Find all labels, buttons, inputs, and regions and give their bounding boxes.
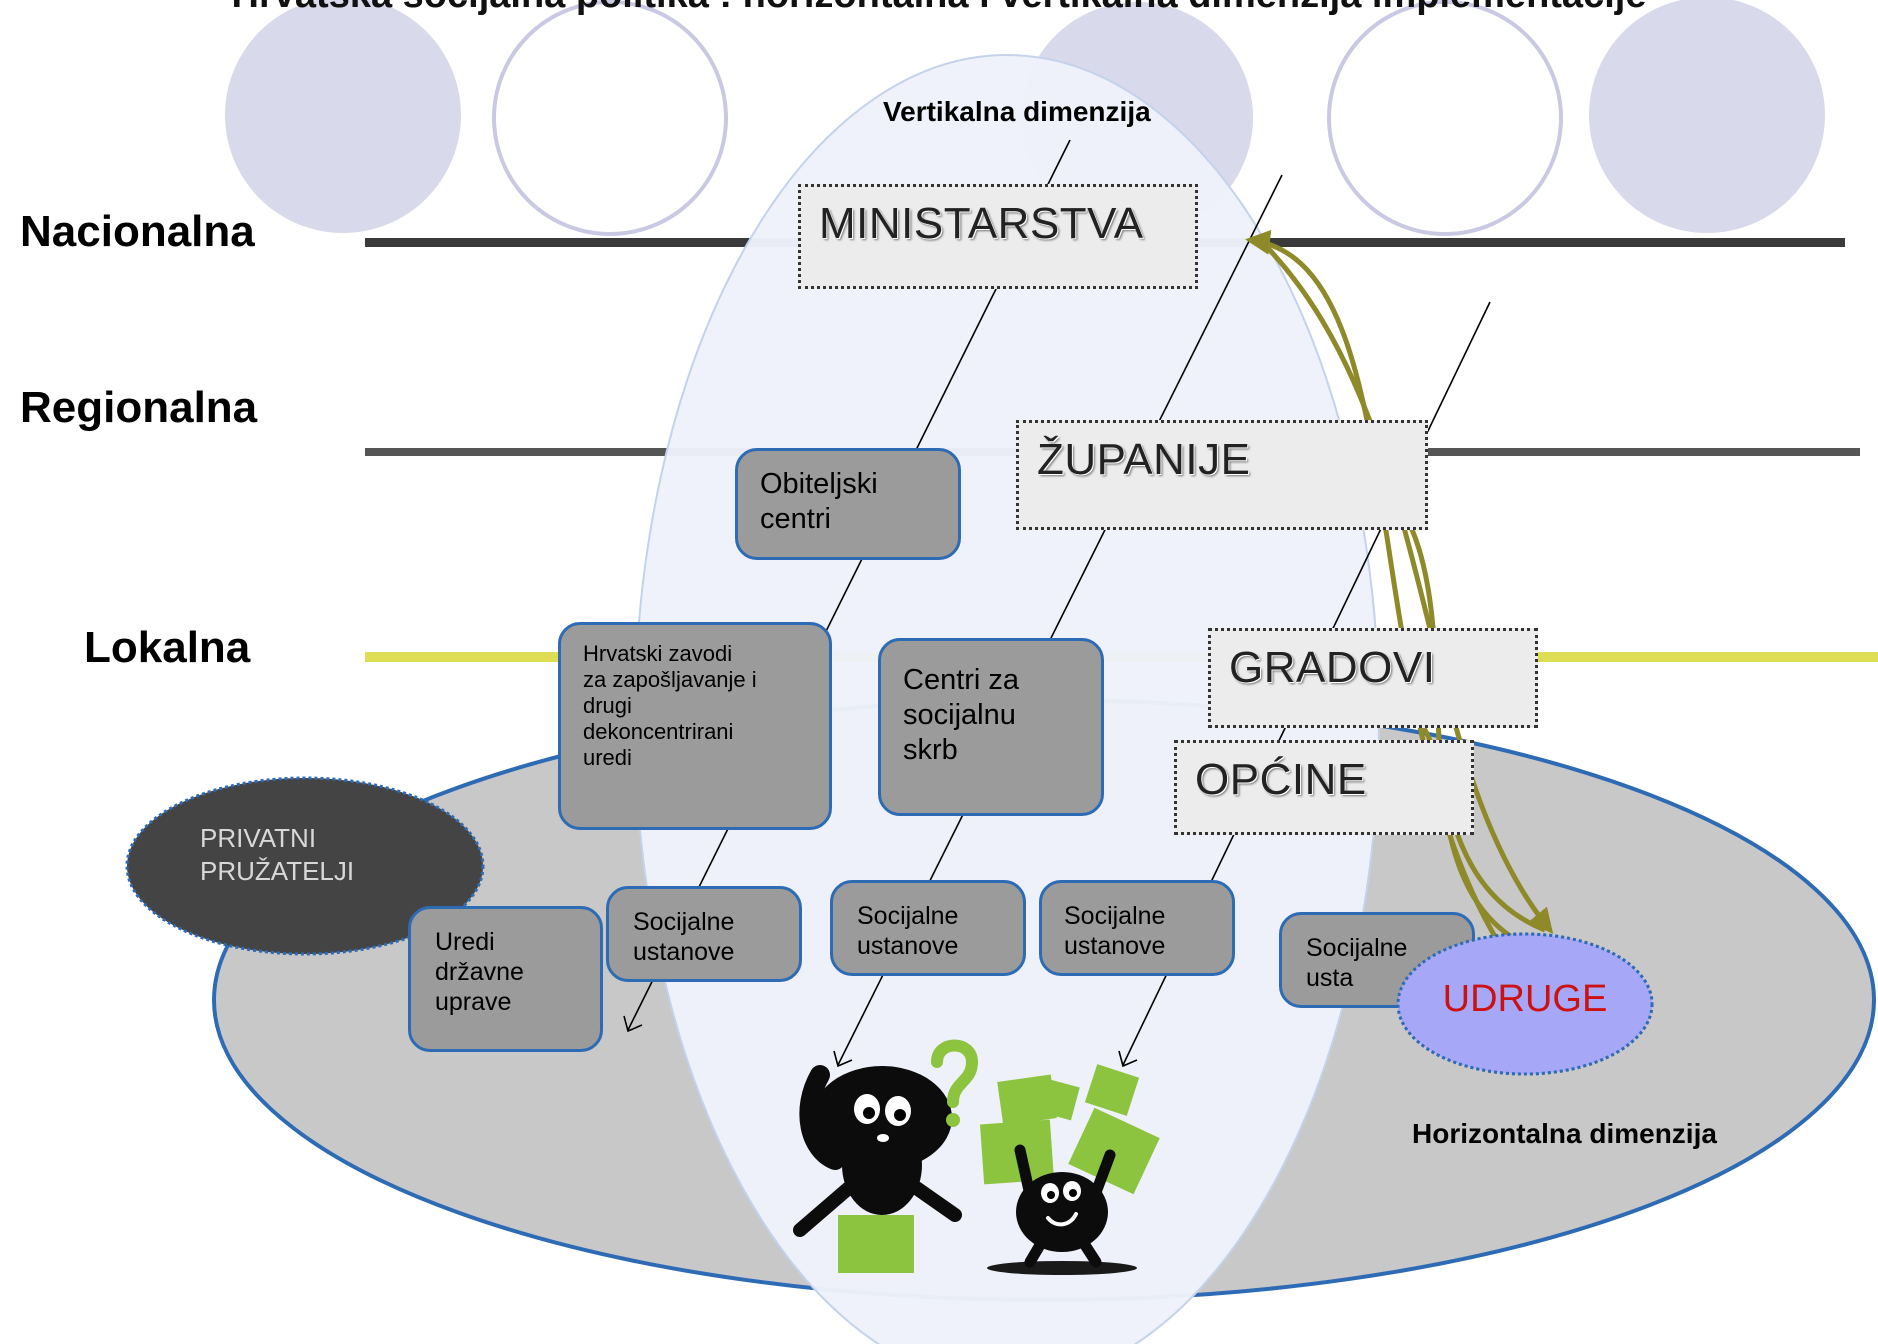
social-institutions-label-line: ustanove <box>1064 932 1166 960</box>
social-welfare-centres-box: Centri za socijalnu skrb <box>878 638 1104 816</box>
employment-offices-label-line: uredi <box>583 744 632 770</box>
social-institutions-label-line: Socijalne <box>633 908 735 936</box>
level-label-regional: Regionalna <box>20 383 258 432</box>
social-welfare-centres-label-line: Centri za <box>903 664 1020 696</box>
confused-person-icon <box>793 1065 962 1273</box>
decorative-circle <box>1327 0 1563 236</box>
social-welfare-centres-label-line: skrb <box>903 733 958 766</box>
ministries-box: MINISTARSTVA <box>798 184 1198 289</box>
social-institutions-label-line: Socijalne <box>857 902 959 930</box>
level-label-local: Lokalna <box>84 623 251 672</box>
state-administration-label-line: uprave <box>435 988 512 1016</box>
udruge-label: UDRUGE <box>1442 978 1608 1020</box>
juggling-person-icon <box>979 1064 1160 1275</box>
family-centres-box: Obiteljski centri <box>735 448 961 560</box>
green-box-icon <box>1084 1064 1140 1116</box>
state-administration-label-line: državne <box>435 958 524 986</box>
decorative-circle <box>492 0 728 236</box>
employment-offices-label-line: Hrvatski zavodi <box>583 641 733 666</box>
green-box-icon <box>1068 1107 1160 1195</box>
udruge-ellipse-overlay <box>1396 932 1654 1076</box>
social-institutions-label-line: Socijalne <box>1064 902 1166 930</box>
counties-box: ŽUPANIJE <box>1016 420 1428 530</box>
social-institutions-label-line: ustanove <box>857 932 959 960</box>
state-administration-offices-box: Uredi državne uprave <box>408 906 603 1052</box>
social-welfare-centres-label-line: socijalnu <box>903 698 1016 731</box>
family-centres-label: Obiteljski centri <box>760 468 878 535</box>
private-providers-ellipse <box>125 776 485 956</box>
municipalities-box: OPĆINE <box>1174 740 1474 835</box>
social-institutions-label-line: usta <box>1306 964 1354 992</box>
question-mark-icon <box>931 1039 979 1127</box>
social-institutions-box: Socijalne ustanove <box>1039 880 1235 976</box>
employment-offices-label-line: za zapošljavanje i <box>583 666 757 692</box>
cities-box: GRADOVI <box>1208 628 1538 728</box>
employment-offices-box: Hrvatski zavodi za zapošljavanje i drugi… <box>558 622 832 830</box>
green-box-icon <box>1034 1077 1080 1121</box>
level-label-national: Nacionalna <box>20 207 255 256</box>
state-administration-label-line: Uredi <box>435 928 495 956</box>
decorative-circle <box>1589 0 1825 233</box>
employment-offices-label-line: dekoncentrirani <box>583 718 734 744</box>
decorative-circle <box>225 0 461 233</box>
social-institutions-box: Socijalne ustanove <box>830 880 1026 976</box>
private-providers-label-line: PRIVATNI <box>200 823 317 853</box>
social-institutions-box: Socijalne ustanove <box>606 886 802 982</box>
private-providers-label-line: PRUŽATELJI <box>200 855 355 886</box>
horizontal-dimension-label: Horizontalna dimenzija <box>1412 1118 1717 1149</box>
page-title: Hrvatska socijalna politika : horizontal… <box>0 0 1878 17</box>
private-providers-label: PRIVATNI PRUŽATELJI <box>200 822 354 887</box>
social-institutions-label-line: ustanove <box>633 938 735 966</box>
social-institutions-label-line: Socijalne <box>1306 934 1408 962</box>
vertical-dimension-label: Vertikalna dimenzija <box>883 96 1151 127</box>
employment-offices-label-line: drugi <box>583 692 632 718</box>
